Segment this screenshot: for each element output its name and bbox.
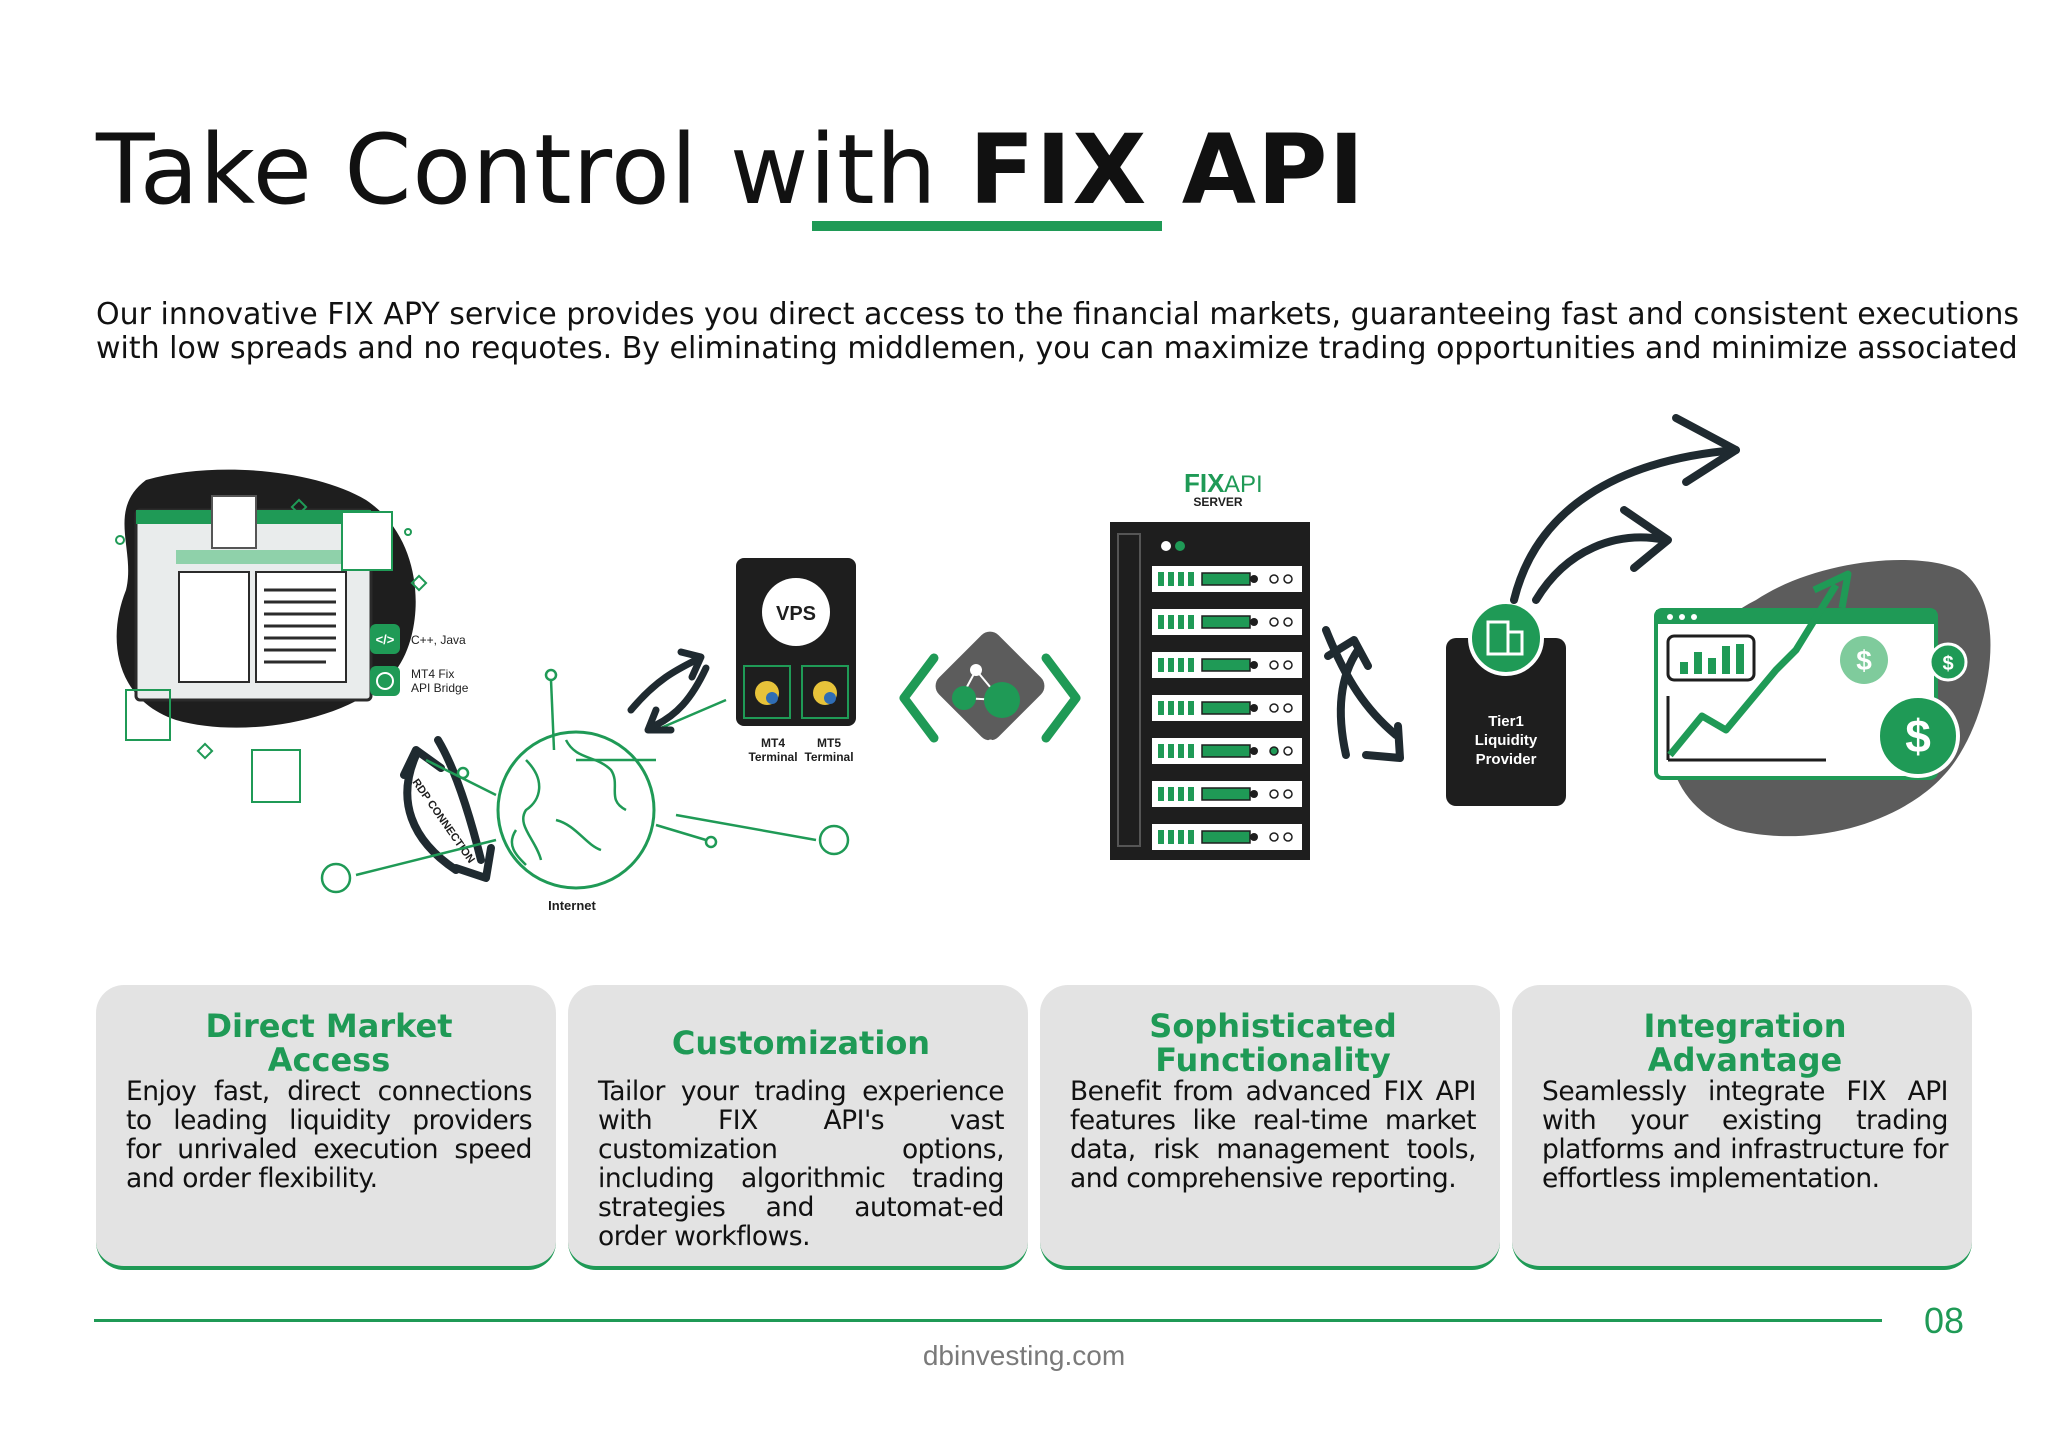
svg-text:</>: </> <box>376 632 395 647</box>
svg-text:$: $ <box>1856 645 1872 676</box>
market-chart-illustration: $ $ $ <box>1654 560 1991 837</box>
mt5-label-2: Terminal <box>804 750 853 764</box>
lp-label-3: Provider <box>1476 751 1537 768</box>
card-title: Customization <box>598 1009 1004 1077</box>
server-label: SERVER <box>1193 495 1242 509</box>
internet-label: Internet <box>548 898 596 913</box>
mt4-label-2: Terminal <box>748 750 797 764</box>
cross-label-2: CONNECTION <box>960 749 1021 759</box>
cross-label-1: CROSS <box>974 738 1006 748</box>
server-slots <box>1152 566 1302 850</box>
server-slot <box>1152 738 1302 764</box>
server-slot <box>1152 652 1302 678</box>
lang-label: C++, Java <box>411 633 466 647</box>
card-text: Benefit from advanced FIX API features l… <box>1070 1076 1477 1194</box>
mt4-label-1: MT4 <box>761 736 785 750</box>
trading-platform-illustration: </> C++, Java MT4 Fix API Bridge <box>115 469 469 803</box>
liquidity-provider: Tier1 Liquidity Provider <box>1446 600 1566 806</box>
bridge-label-2: API Bridge <box>411 681 469 695</box>
title-prefix: Take Control with <box>96 114 970 226</box>
card-text: Enjoy fast, direct connections to leadin… <box>126 1076 533 1194</box>
svg-text:$: $ <box>1905 710 1931 762</box>
page-number: 08 <box>1923 1300 1964 1341</box>
mt5-label-1: MT5 <box>817 736 841 750</box>
card-title-line-1: Integration <box>1643 1007 1847 1045</box>
vps-label: VPS <box>776 603 816 625</box>
svg-text:$: $ <box>1942 653 1953 675</box>
intro-paragraph: Our innovative FIX APY service provides … <box>96 297 2020 366</box>
page-title: Take Control with FIX API <box>96 117 1365 224</box>
website-link: dbinvesting.com <box>922 1340 1126 1371</box>
server-slot <box>1152 695 1302 721</box>
cross-connection-icon: CROSS CONNECTION <box>899 631 1081 759</box>
card-title-line-2: Advantage <box>1647 1041 1843 1079</box>
title-underline <box>812 221 1162 231</box>
card-title-line-2: Functionality <box>1155 1041 1391 1079</box>
card-text: Seamlessly integrate FIX API with your e… <box>1542 1076 1949 1194</box>
intro-line-2: with low spreads and no requotes. By eli… <box>96 331 2018 366</box>
fix-api-diagram: </> C++, Java MT4 Fix API Bridge RDP CON… <box>115 414 1991 913</box>
fix-api-server: FIX API SERVER <box>1110 468 1310 860</box>
server-slot <box>1152 781 1302 807</box>
title-emphasis: FIX API <box>969 114 1366 226</box>
internet-vps-arrows <box>627 648 710 734</box>
lp-label-1: Tier1 <box>1488 713 1524 730</box>
lp-label-2: Liquidity <box>1475 732 1538 749</box>
server-slot <box>1152 609 1302 635</box>
card-title-line-1: Direct Market <box>205 1007 453 1045</box>
card-text: Tailor your trading experience with FIX … <box>598 1076 1005 1252</box>
internet-globe: Internet <box>320 668 850 913</box>
intro-line-1: Our innovative FIX APY service provides … <box>96 297 2020 332</box>
vps-box: VPS MT4 Terminal MT5 Terminal <box>736 558 856 764</box>
card-title-line-2: Access <box>267 1041 391 1079</box>
fix-logo-bold: FIX <box>1184 468 1225 498</box>
footer-divider <box>94 1319 1882 1322</box>
server-slot <box>1152 566 1302 592</box>
card-title-line-1: Sophisticated <box>1149 1007 1397 1045</box>
card-customization: Customization Tailor your trading experi… <box>568 985 1028 1270</box>
card-title-line-1: Customization <box>671 1024 931 1062</box>
fix-logo-light: API <box>1224 471 1263 498</box>
rdp-connection-arrows <box>400 736 495 882</box>
server-lp-arrows <box>1322 626 1404 762</box>
server-slot <box>1152 824 1302 850</box>
bridge-label-1: MT4 Fix <box>411 667 454 681</box>
lp-market-arrows <box>1510 414 1740 604</box>
